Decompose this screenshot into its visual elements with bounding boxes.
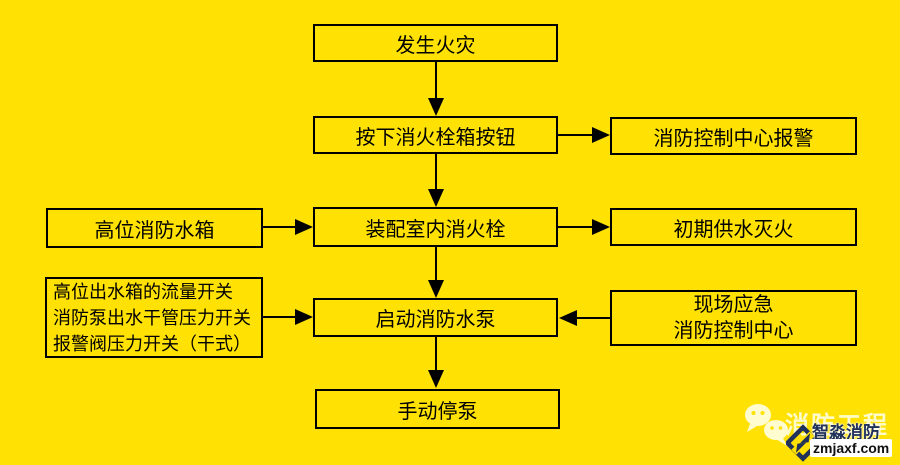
flow-node-label: 初期供水灭火 bbox=[673, 218, 794, 241]
flow-node-label-line: 消防泵出水干管压力开关 bbox=[53, 307, 251, 328]
flow-node-label: 手动停泵 bbox=[397, 400, 478, 423]
flow-node-label: 装配室内消火栓 bbox=[365, 218, 506, 241]
flow-node-high-level-tank: 高位消防水箱 bbox=[46, 208, 263, 248]
flow-node-label: 高位消防水箱 bbox=[94, 219, 215, 242]
flow-node-onsite-emergency: 现场应急 消防控制中心 bbox=[610, 290, 857, 346]
flow-node-press-hydrant-button: 按下消火栓箱按钮 bbox=[313, 116, 558, 154]
watermark-brand-name: 智淼消防 bbox=[812, 423, 880, 442]
flow-node-manual-stop: 手动停泵 bbox=[315, 389, 560, 429]
flow-node-switch-signals: 高位出水箱的流量开关 消防泵出水干管压力开关 报警阀压力开关（干式） bbox=[45, 277, 263, 358]
flow-node-label: 消防控制中心报警 bbox=[653, 127, 814, 150]
flow-node-label-line: 消防控制中心 bbox=[673, 320, 794, 342]
flow-node-start-fire-pump: 启动消防水泵 bbox=[313, 298, 558, 337]
flow-node-fire-occurs: 发生火灾 bbox=[313, 24, 558, 62]
flow-node-initial-water-supply: 初期供水灭火 bbox=[610, 208, 857, 246]
flow-node-control-center-alarm: 消防控制中心报警 bbox=[610, 117, 857, 155]
flow-node-label-line: 报警阀压力开关（干式） bbox=[53, 333, 251, 354]
flow-node-label: 启动消防水泵 bbox=[375, 309, 496, 331]
flow-node-label: 发生火灾 bbox=[395, 34, 476, 57]
flow-node-label-line: 高位出水箱的流量开关 bbox=[53, 281, 233, 302]
flow-node-label: 按下消火栓箱按钮 bbox=[355, 126, 516, 149]
flow-node-indoor-hydrant: 装配室内消火栓 bbox=[313, 207, 558, 247]
flow-node-label-line: 现场应急 bbox=[693, 294, 774, 316]
watermark-brand-url: zmjaxf.com bbox=[810, 439, 893, 457]
